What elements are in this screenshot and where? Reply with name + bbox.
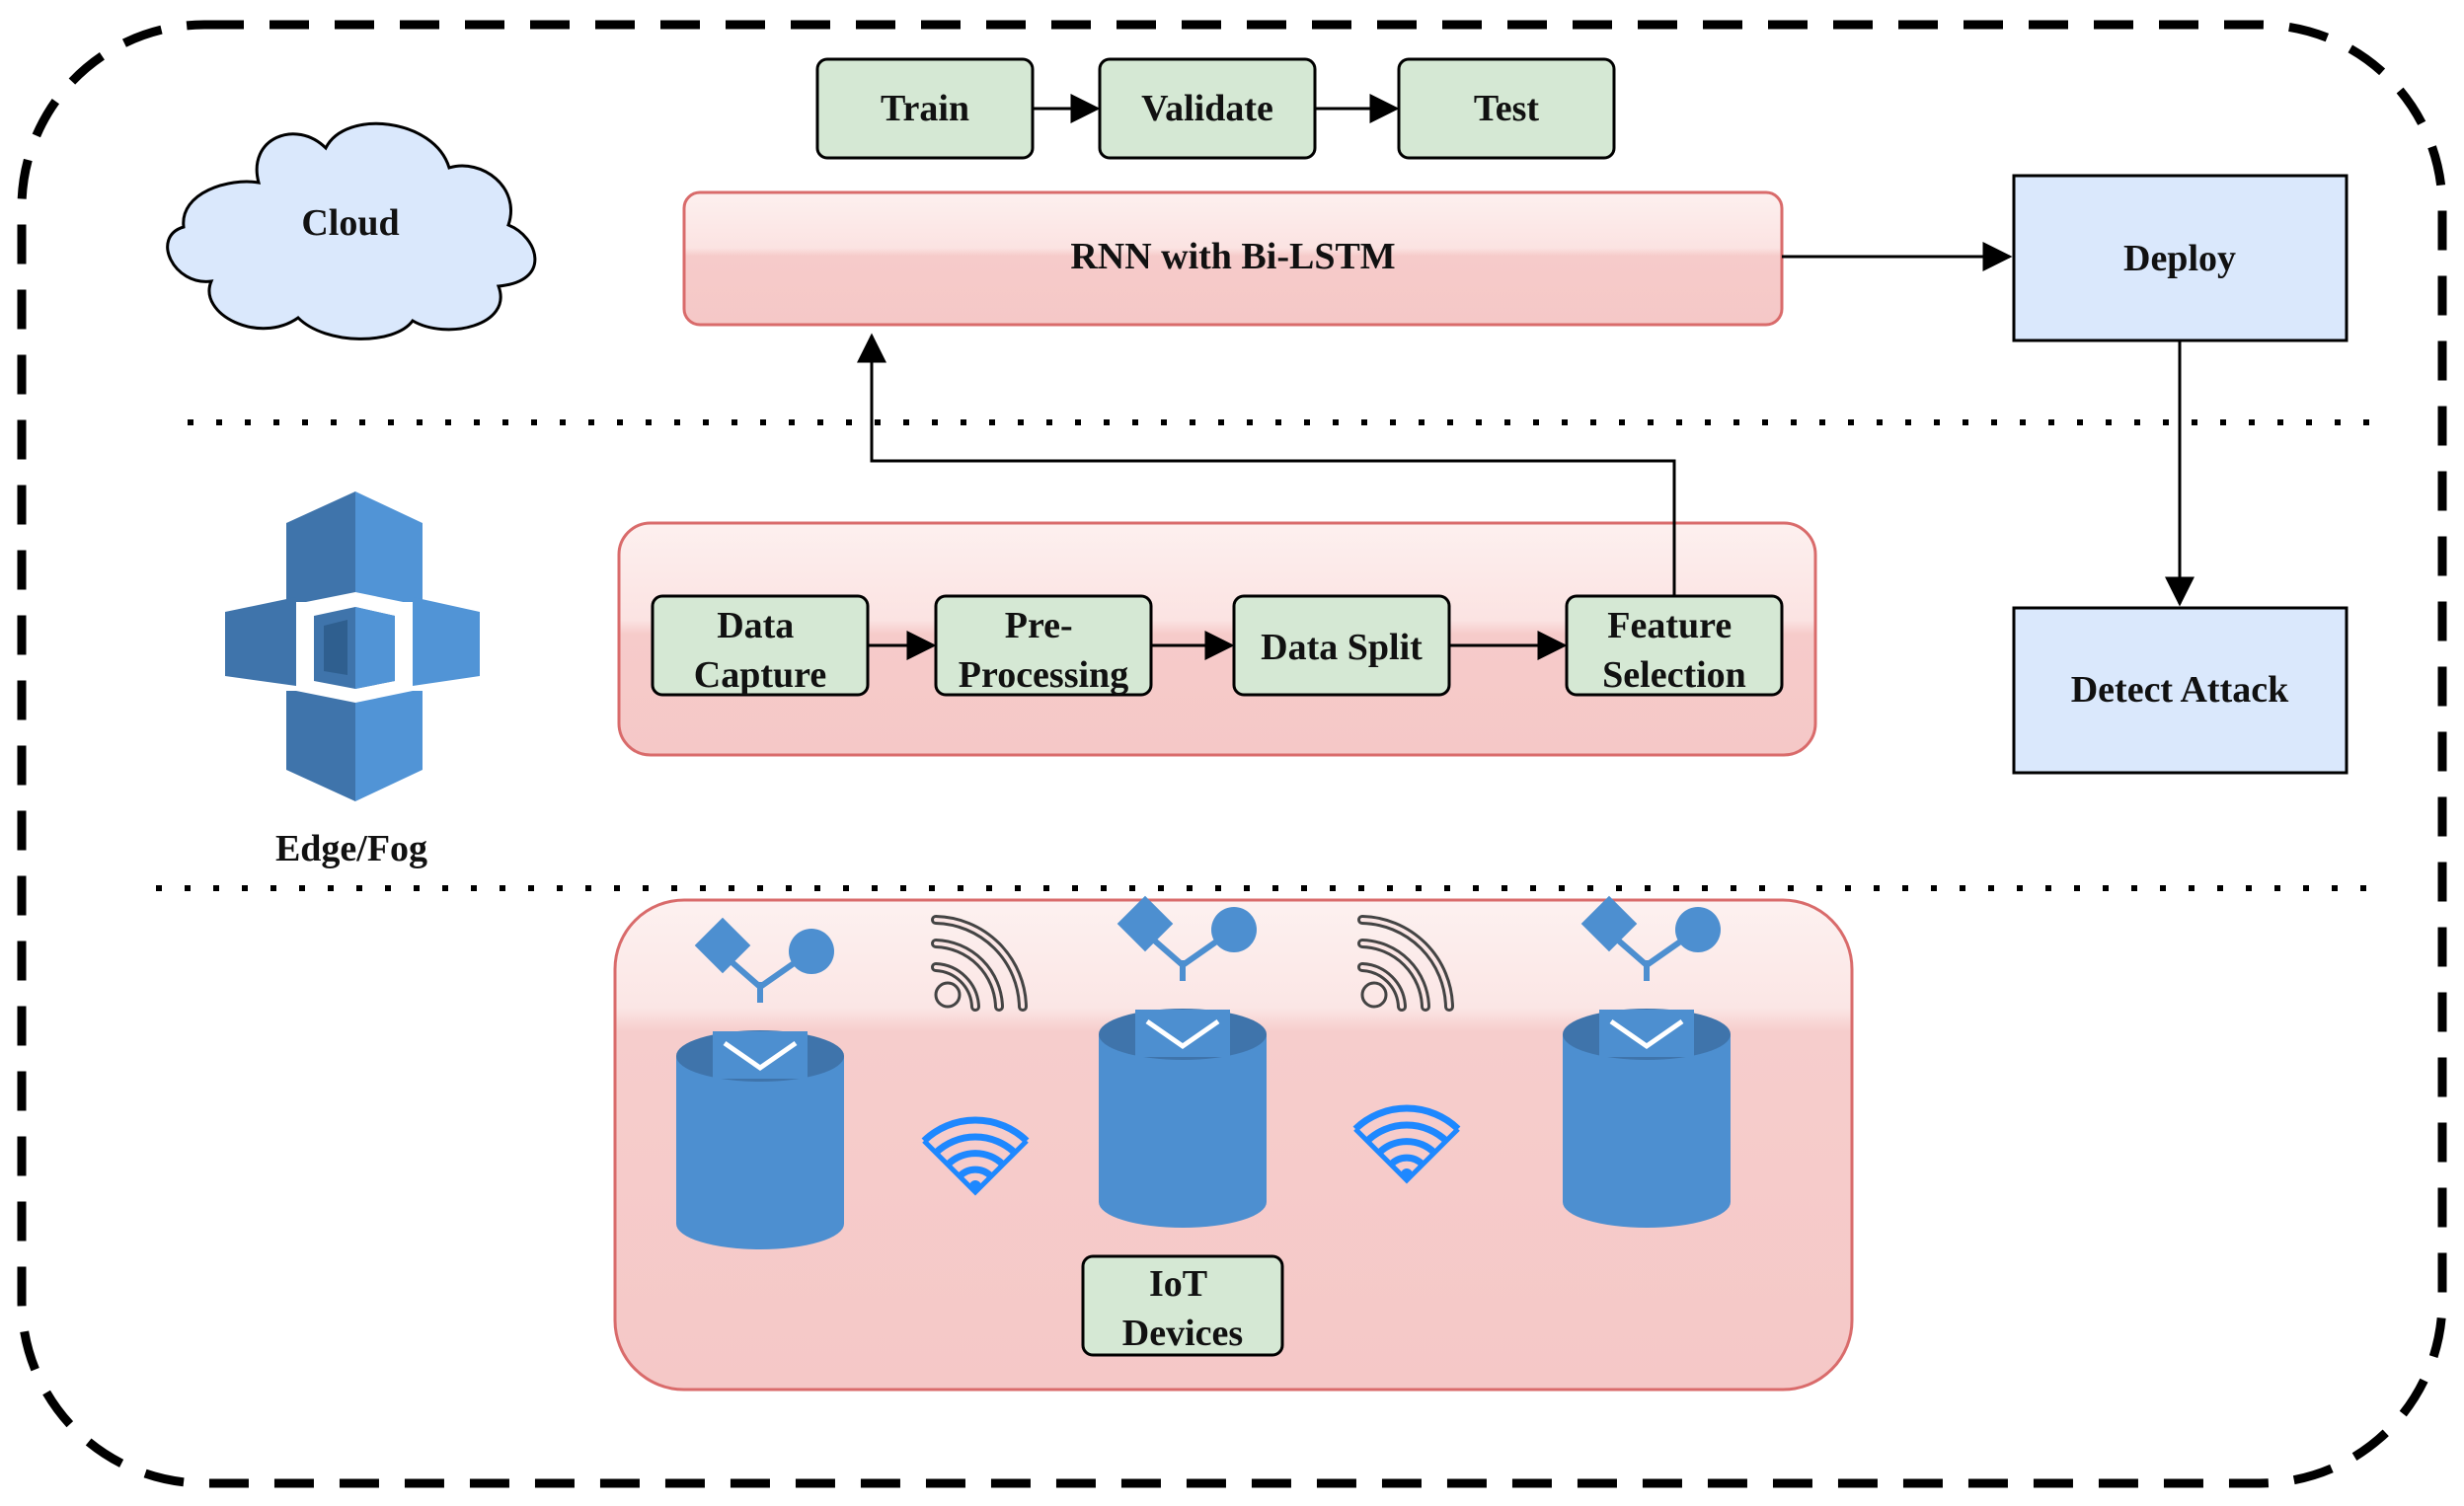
- wifi-icon: [1352, 1104, 1461, 1184]
- pre-processing-label: Pre- Processing: [959, 605, 1128, 696]
- validate-box: Validate: [1098, 57, 1317, 160]
- test-box: Test: [1397, 57, 1616, 160]
- detect-attack-label: Detect Attack: [2071, 669, 2289, 711]
- outer-boundary: [17, 20, 2447, 1488]
- pre-processing-box: Pre- Processing: [934, 594, 1153, 697]
- feature-selection-box: Feature Selection: [1565, 594, 1784, 697]
- iot-sensor-database-icon: [676, 917, 844, 1249]
- arrow-feature-rnn: [857, 333, 1676, 596]
- iot-sensor-database-icon: [1099, 895, 1267, 1228]
- iot-sensor-database-icon: [1563, 895, 1731, 1228]
- cloud-icon: [166, 121, 537, 340]
- signal-wave-icon: [931, 915, 1028, 1012]
- iot-devices-box: IoT Devices: [1081, 1254, 1284, 1357]
- iot-device-1: [676, 917, 844, 1249]
- deploy-label: Deploy: [2123, 238, 2236, 279]
- aws-availability-zone-icon: [225, 491, 480, 801]
- iot-device-3: [1563, 895, 1731, 1228]
- iot-device-2: [1099, 895, 1267, 1228]
- validate-label: Validate: [1141, 88, 1273, 129]
- data-split-label: Data Split: [1261, 627, 1423, 668]
- rnn-bilstm-box: RNN with Bi-LSTM: [682, 190, 1784, 327]
- data-split-box: Data Split: [1232, 594, 1451, 697]
- deploy-box: Deploy: [2012, 174, 2348, 342]
- rnn-bilstm-label: RNN with Bi-LSTM: [1070, 236, 1395, 277]
- data-capture-box: Data Capture: [651, 594, 870, 697]
- edge-fog-layer-label: Edge/Fog: [275, 828, 427, 869]
- data-capture-label: Data Capture: [694, 605, 826, 696]
- iot-devices-label: IoT Devices: [1122, 1263, 1243, 1354]
- train-box: Train: [815, 57, 1035, 160]
- train-label: Train: [881, 88, 969, 129]
- feature-selection-label: Feature Selection: [1602, 605, 1746, 696]
- detect-attack-box: Detect Attack: [2012, 606, 2348, 775]
- signal-wave-icon: [1357, 915, 1454, 1012]
- wifi-icon: [921, 1116, 1030, 1196]
- test-label: Test: [1474, 88, 1540, 129]
- cloud-layer-label: Cloud: [301, 202, 399, 244]
